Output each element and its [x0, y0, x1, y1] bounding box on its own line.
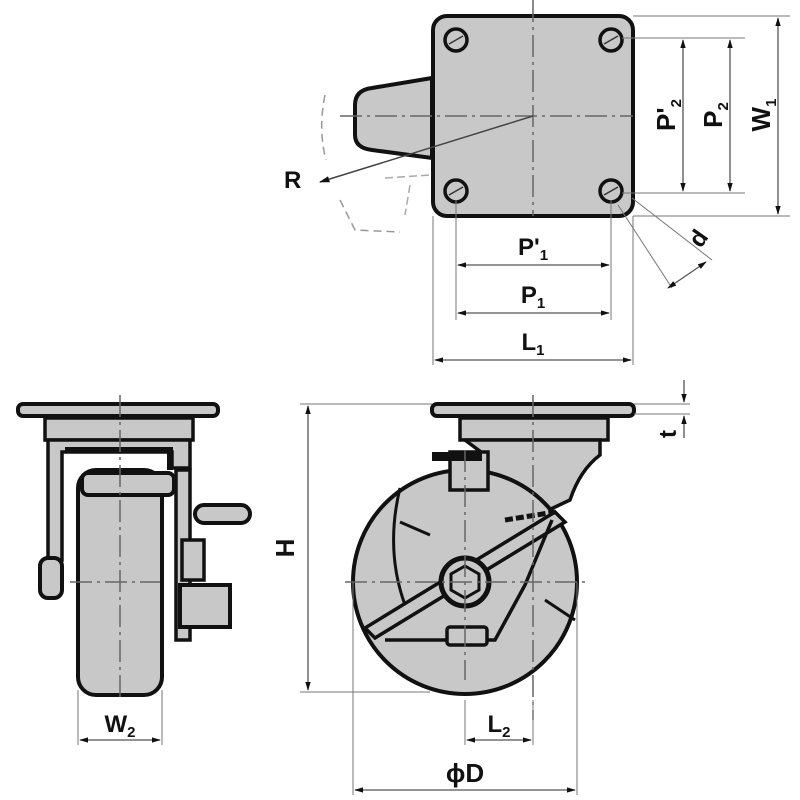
label-W2: W2 [105, 711, 136, 741]
label-R: R [284, 167, 301, 194]
label-W1: W1 [746, 99, 780, 132]
label-P1-prime: P'1 [518, 234, 548, 264]
label-phi-D: ϕD [446, 758, 484, 788]
side-view: W2 [16, 395, 252, 745]
label-P2: P2 [698, 102, 732, 128]
label-P1: P1 [521, 282, 545, 312]
label-H: H [270, 539, 300, 558]
bolt-holes [443, 27, 624, 204]
brake-tab [353, 75, 434, 161]
front-view: H t L2 ϕD [270, 380, 690, 795]
label-L1: L1 [521, 329, 544, 359]
label-d: d [684, 225, 715, 253]
label-L2: L2 [487, 711, 510, 741]
centerlines [340, 0, 633, 216]
top-view: R P'2 P2 W1 d P'1 P1 L1 [284, 0, 790, 365]
label-P2-prime: P'2 [651, 99, 685, 131]
label-t: t [655, 430, 682, 438]
